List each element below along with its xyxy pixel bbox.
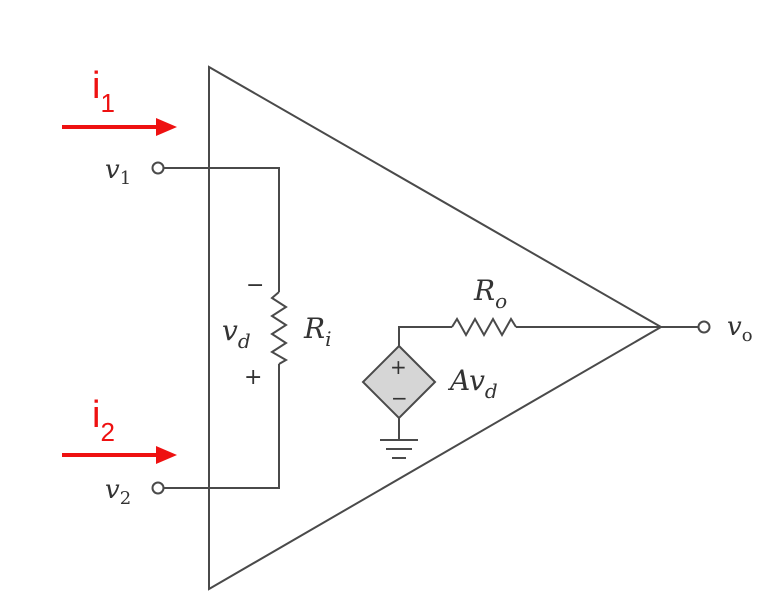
current-arrow-i1 [62, 118, 177, 136]
wire-v1 [164, 167, 280, 292]
wire-source-to-ro [398, 326, 452, 346]
terminal-vo [697, 320, 711, 334]
source-plus-sign: + [390, 355, 407, 379]
vd-minus-sign: − [246, 273, 264, 298]
vd-plus-sign: + [244, 365, 262, 390]
current-arrow-i2 [62, 446, 177, 464]
resistor-label-ri: Ri [303, 312, 332, 351]
resistor-ro [451, 316, 517, 338]
terminal-label-v1: v1 [105, 155, 131, 189]
current-label-i1: i1 [92, 65, 115, 118]
resistor-label-ro: Ro [473, 274, 507, 313]
terminal-label-v2: v2 [105, 475, 131, 509]
terminal-v1 [151, 161, 165, 175]
op-amp-triangle [208, 65, 663, 591]
source-minus-sign: − [391, 386, 408, 410]
vd-label: vd [222, 314, 251, 353]
current-label-i2: i2 [92, 394, 115, 447]
ground-icon [380, 418, 418, 459]
source-label-avd: Avd [447, 364, 498, 403]
terminal-label-vo: vo [727, 312, 753, 346]
terminal-v2 [151, 481, 165, 495]
resistor-ri [270, 291, 289, 365]
wire-v2 [164, 364, 280, 489]
